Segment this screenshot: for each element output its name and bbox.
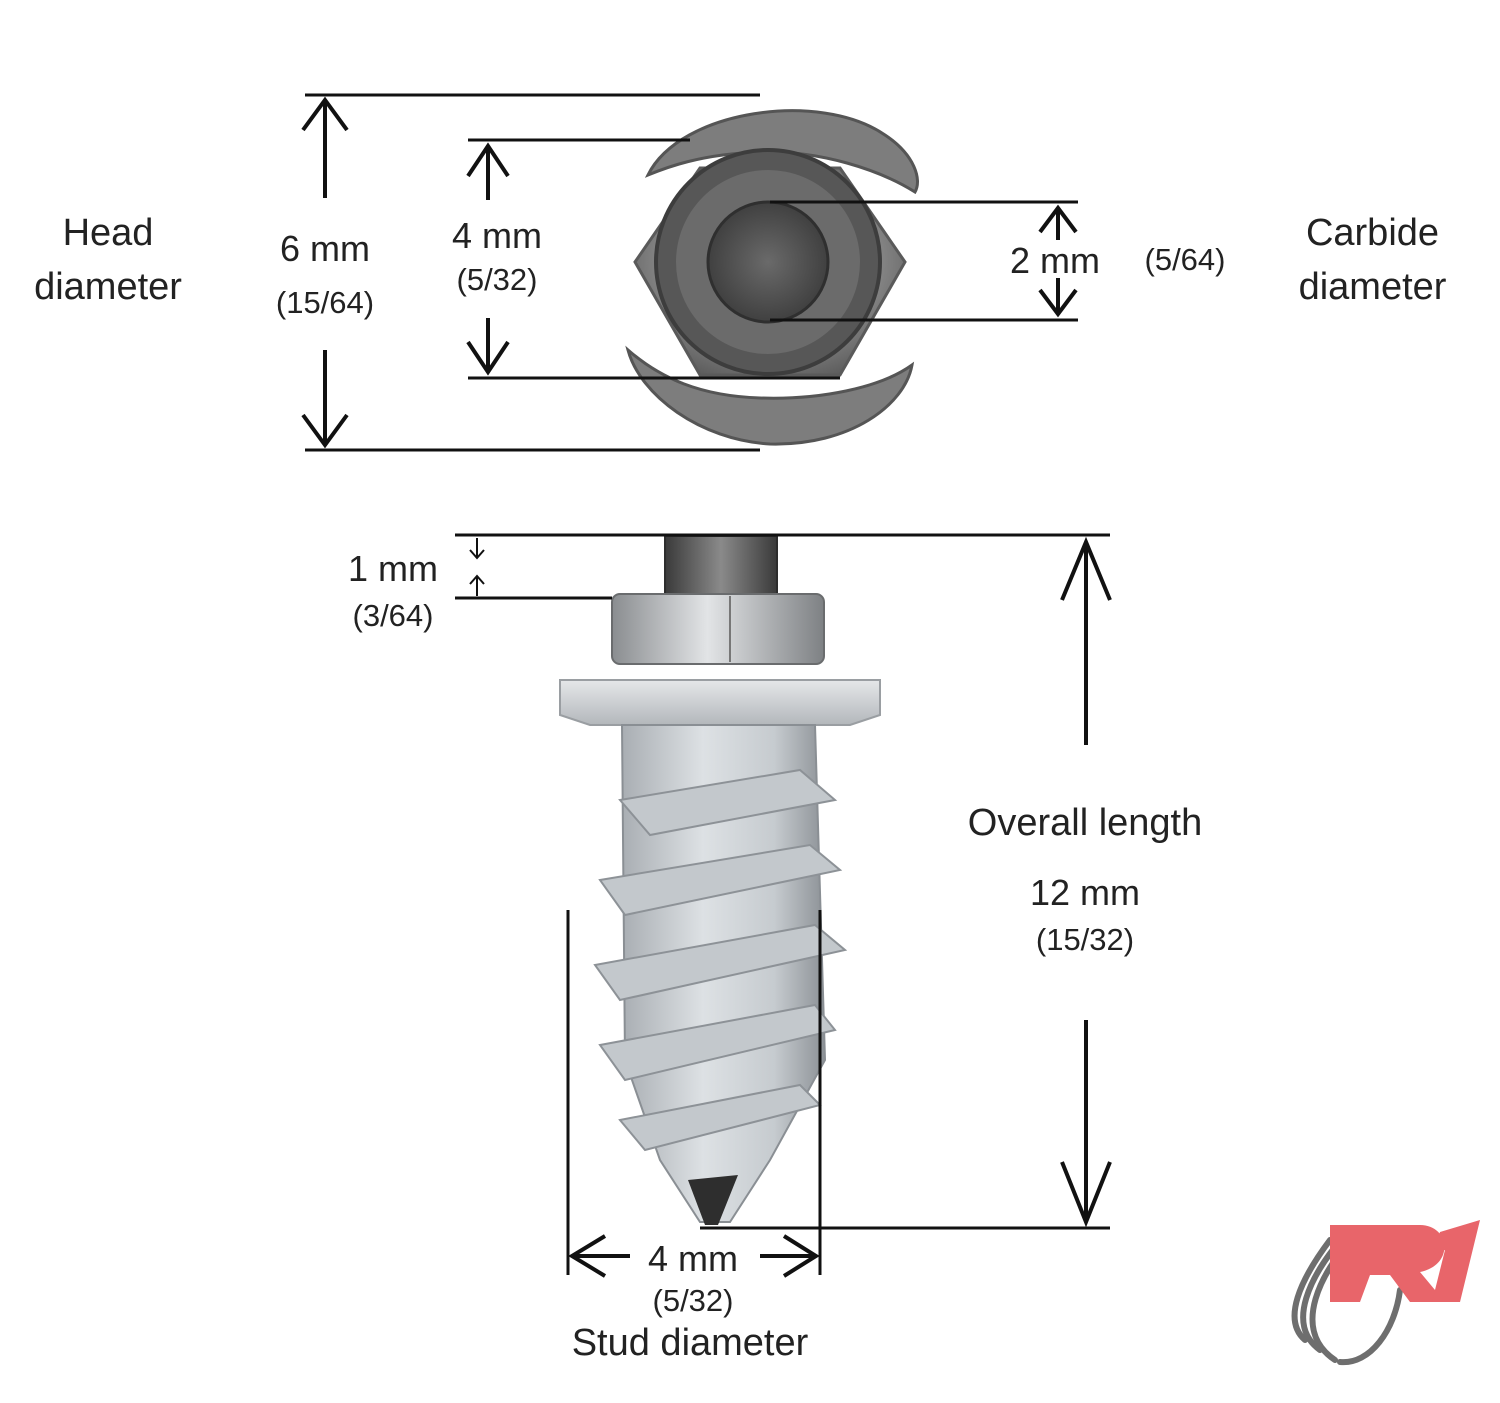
overall-length-label: Overall length (967, 802, 1203, 844)
head-diameter-dimension (301, 93, 760, 452)
head-mm: 6 mm (280, 228, 370, 269)
tip-height-dimension (455, 533, 1110, 600)
head-in: (15/64) (275, 285, 375, 320)
carbide-label-line1: Carbide (1305, 212, 1440, 254)
tip-mm: 1 mm (348, 548, 438, 589)
stud-side-view (559, 535, 881, 1225)
stud-top-view (625, 109, 919, 446)
carbide-mm: 2 mm (1010, 240, 1100, 281)
inner-diameter-dimension (466, 138, 840, 380)
head-label-line1: Head (62, 212, 154, 254)
carbide-label-line2: diameter (1298, 265, 1447, 308)
stud-diameter-label: Stud diameter (571, 1322, 809, 1364)
tip-in: (3/64) (352, 598, 434, 633)
stud-in: (5/32) (652, 1283, 734, 1318)
length-in: (15/32) (1035, 922, 1135, 957)
inner-mm: 4 mm (452, 215, 542, 256)
inner-in: (5/32) (456, 262, 538, 297)
carbide-in: (5/64) (1144, 242, 1226, 277)
stud-diameter-dimension (566, 910, 822, 1278)
head-label-line2: diameter (34, 265, 182, 308)
carbide-diameter-dimension (770, 200, 1078, 322)
head-label: Head diameter (18, 212, 198, 309)
overall-length-dimension (700, 536, 1112, 1230)
stud-mm: 4 mm (648, 1238, 738, 1279)
r1-logo (1291, 1220, 1480, 1366)
length-mm: 12 mm (1029, 872, 1141, 913)
carbide-label: Carbide diameter (1275, 212, 1470, 309)
